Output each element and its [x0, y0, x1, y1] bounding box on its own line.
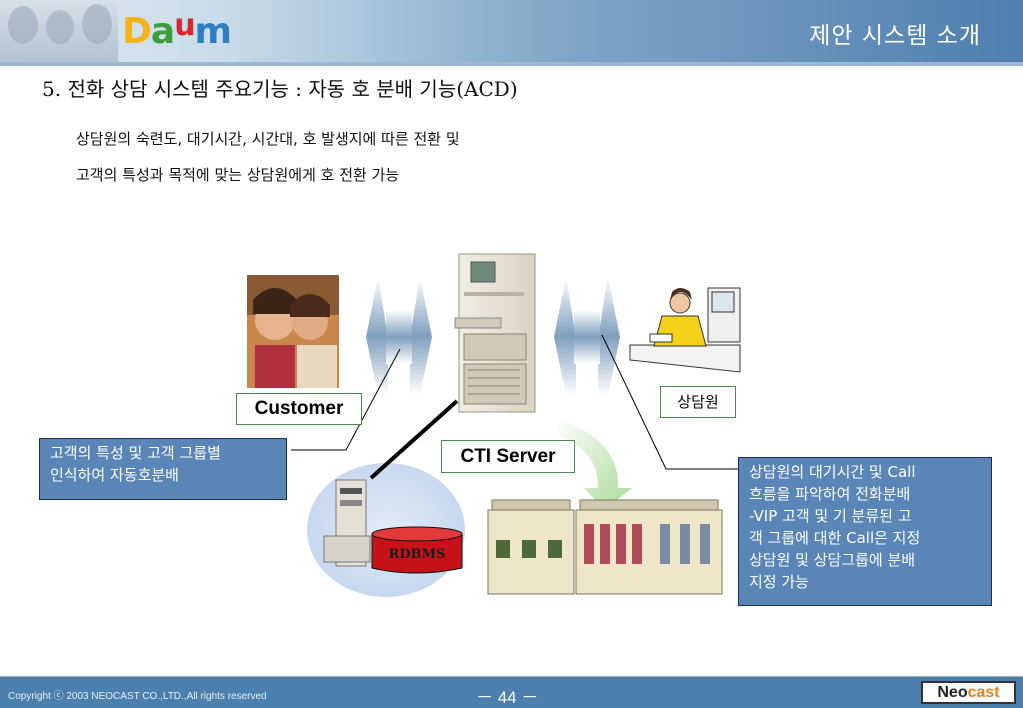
- header-bar: [0, 0, 1023, 62]
- customer-server-arrow: [366, 277, 432, 395]
- cti-boards: [487, 499, 723, 595]
- callout-right-line-1: 상담원의 대기시간 및 Call: [749, 463, 916, 481]
- page-number: － 44 －: [476, 688, 539, 707]
- customer-photo: [247, 275, 339, 388]
- agent-picture: [629, 287, 741, 373]
- callout-left-line-2: 인식하여 자동호분배: [50, 466, 179, 484]
- callout-left: 고객의 특성 및 고객 그룹별 인식하여 자동호분배: [39, 438, 287, 500]
- callout-right-line-4: 객 그룹에 대한 Call은 지정: [749, 529, 921, 547]
- callout-right-line-6: 지정 가능: [749, 573, 809, 591]
- cti-server-label: CTI Server: [441, 440, 575, 473]
- callout-left-line-1: 고객의 특성 및 고객 그룹별: [50, 444, 221, 462]
- left-leader-line: [291, 348, 401, 451]
- callout-right-line-2: 흐름을 파악하여 전화분배: [749, 485, 911, 503]
- acd-diagram: RDBMS: [247, 253, 741, 597]
- copyright-text: Copyright ⓒ 2003 NEOCAST CO.,LTD.,All ri…: [8, 691, 267, 702]
- cti-server-cabinet: [454, 253, 536, 413]
- callout-right: 상담원의 대기시간 및 Call 흐름을 파악하여 전화분배 -VIP 고객 및…: [738, 457, 992, 606]
- description-line-1: 상담원의 숙련도, 대기시간, 시간대, 호 발생지에 따른 전환 및: [76, 130, 460, 148]
- rdbms-label: RDBMS: [389, 547, 446, 562]
- customer-label: Customer: [236, 393, 362, 425]
- server-db-link: [369, 399, 459, 480]
- rdbms-database: [307, 463, 465, 597]
- footer-bar: [0, 677, 1023, 708]
- callout-right-line-3: -VIP 고객 및 기 분류된 고: [749, 507, 912, 525]
- agent-label: 상담원: [660, 386, 736, 418]
- header-photo-strip: [0, 0, 118, 62]
- header-divider: [0, 62, 1023, 66]
- page-title: 5. 전화 상담 시스템 주요기능 : 자동 호 분배 기능(ACD): [42, 77, 518, 101]
- neocast-logo: Neocast: [921, 681, 1016, 704]
- daum-logo: Daum: [122, 8, 232, 52]
- routing-arrow: [556, 420, 632, 510]
- callout-right-line-5: 상담원 및 상담그룹에 분배: [749, 551, 916, 569]
- description-line-2: 고객의 특성과 목적에 맞는 상담원에게 호 전환 가능: [76, 166, 400, 184]
- right-leader-line: [601, 334, 738, 470]
- header-title: 제안 시스템 소개: [809, 23, 981, 49]
- server-agent-arrow: [554, 277, 620, 395]
